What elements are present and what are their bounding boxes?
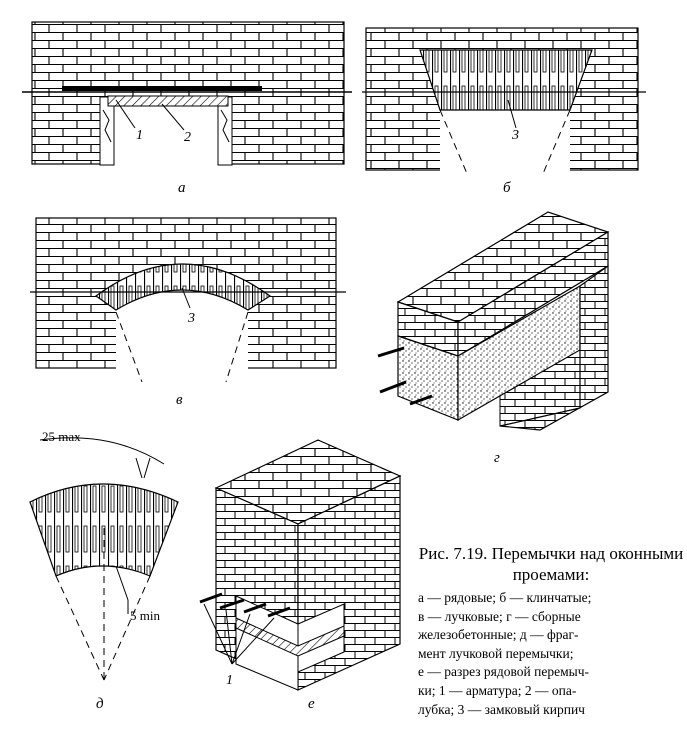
panel-e-callout-1: 1 — [226, 673, 233, 688]
panel-a-callout-1: 1 — [136, 128, 143, 143]
panel-d-dim-bottom: 5 min — [130, 608, 160, 623]
panel-e-lintel-section — [199, 439, 402, 691]
panel-v-callout-3: 3 — [187, 311, 195, 326]
panel-v-arch-lintel — [30, 217, 346, 383]
caption-line: в — лучковые; г — сборные — [418, 608, 581, 624]
caption-title: Рис. 7.19. Перемычки над оконными проема… — [418, 544, 684, 584]
panel-d-letter: д — [96, 696, 104, 712]
panel-a-letter: а — [178, 180, 186, 196]
caption-line: мент лучковой перемычки; — [418, 645, 574, 661]
panel-e-letter: е — [308, 696, 315, 712]
panel-d-dim-top: 25 max — [42, 429, 81, 444]
panel-b-letter: б — [503, 180, 511, 196]
panel-g-letter: г — [494, 450, 500, 466]
caption-line: железобетонные; д — фраг- — [418, 627, 579, 643]
figure-caption: Рис. 7.19. Перемычки над оконными проема… — [418, 543, 684, 719]
caption-line: лубка; 3 — замковый кирпич — [418, 701, 585, 717]
panel-a-callout-2: 2 — [184, 130, 191, 145]
caption-line: ки; 1 — арматура; 2 — опа- — [418, 682, 577, 698]
panel-g-precast-lintel — [377, 211, 610, 431]
panel-b-callout-3: 3 — [511, 128, 519, 143]
panel-b-wedge-lintel — [362, 27, 646, 177]
caption-line: е — разрез рядовой перемыч- — [418, 664, 589, 680]
panel-d-arch-fragment — [29, 437, 179, 681]
panel-a-row-lintel — [22, 21, 352, 166]
caption-line: а — рядовые; б — клинчатые; — [418, 590, 592, 605]
caption-legend: а — рядовые; б — клинчатые; в — лучковые… — [418, 589, 684, 719]
panel-v-letter: в — [176, 392, 183, 408]
